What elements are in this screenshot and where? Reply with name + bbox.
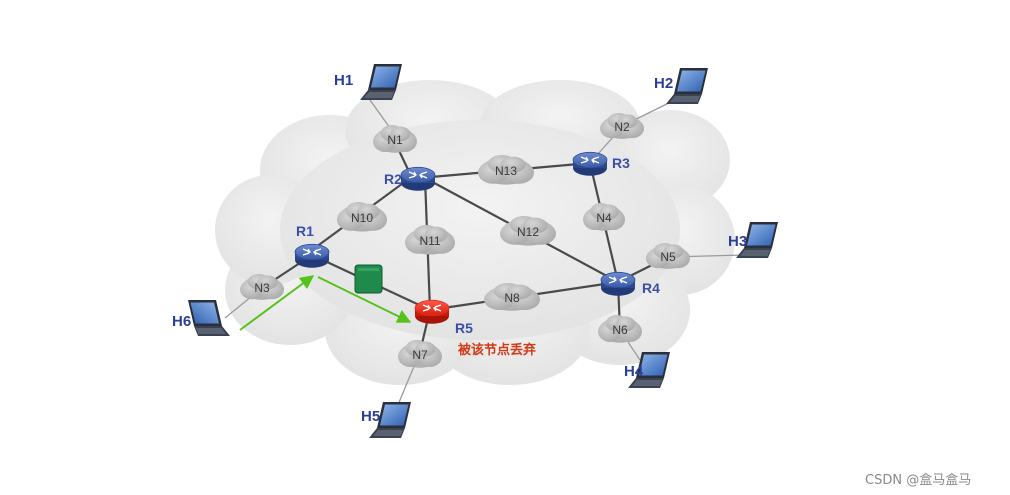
host-label: H1: [334, 72, 353, 89]
network-cloud-n2: N2: [600, 113, 645, 139]
network-cloud-n3: N3: [240, 274, 284, 300]
network-label: N12: [517, 225, 539, 239]
network-cloud-n12: N12: [500, 216, 556, 246]
network-cloud-n5: N5: [646, 243, 691, 269]
router-arrows-icon: [408, 171, 428, 179]
packet-path-arrows: [239, 275, 412, 331]
network-label: N13: [495, 164, 517, 178]
network-label: N1: [387, 133, 403, 147]
network-label: N5: [660, 250, 676, 264]
network-cloud-n6: N6: [598, 315, 643, 343]
router-r1[interactable]: [294, 243, 330, 268]
host-h3-laptop-icon[interactable]: [736, 222, 778, 258]
host-h6-laptop-icon[interactable]: [188, 300, 230, 336]
network-label: N4: [596, 211, 612, 225]
network-label: N8: [504, 291, 520, 305]
host-label: H4: [624, 363, 644, 380]
network-label: N11: [419, 234, 440, 248]
router-label: R1: [296, 223, 314, 239]
router-arrows-icon: [422, 304, 442, 312]
host-label: H2: [654, 75, 673, 92]
router-label: R3: [612, 155, 630, 171]
host-label: H3: [728, 233, 747, 250]
router-arrows-icon: [302, 248, 322, 256]
router-r5[interactable]: [414, 299, 450, 324]
router-r3[interactable]: [572, 151, 608, 176]
host-label: H6: [172, 313, 191, 330]
router-r4[interactable]: [600, 271, 636, 296]
router-arrows-icon: [580, 156, 600, 164]
network-label: N7: [412, 348, 428, 362]
network-label: N10: [351, 211, 373, 225]
routers: [294, 151, 636, 324]
network-cloud-n13: N13: [478, 155, 534, 185]
network-label: N6: [612, 323, 628, 337]
router-label: R2: [384, 171, 402, 187]
network-cloud-n11: N11: [405, 225, 455, 255]
network-cloud-n4: N4: [583, 203, 625, 231]
background-cloud: [215, 80, 735, 385]
drop-annotation: 被该节点丢弃: [457, 342, 536, 358]
arrow-r1-to-r5: [317, 276, 412, 323]
router-arrows-icon: [608, 276, 628, 284]
hosts: [188, 64, 778, 438]
network-label: N2: [614, 120, 630, 134]
network-cloud-n1: N1: [373, 125, 417, 153]
watermark: CSDN @盒马盒马: [865, 472, 971, 488]
network-cloud-n8: N8: [484, 283, 540, 311]
network-cloud-n10: N10: [337, 202, 387, 232]
host-h2-laptop-icon[interactable]: [666, 68, 708, 104]
network-label: N3: [254, 281, 270, 295]
host-label: H5: [361, 408, 380, 425]
arrow-h6-to-r1: [239, 275, 315, 331]
router-label: R4: [642, 280, 660, 296]
host-h1-laptop-icon[interactable]: [360, 64, 402, 100]
network-cloud-n7: N7: [398, 340, 442, 368]
packet: [354, 264, 383, 294]
router-r2[interactable]: [400, 166, 436, 191]
router-label: R5: [455, 320, 473, 336]
host-h5-laptop-icon[interactable]: [369, 402, 411, 438]
host-h4-laptop-icon[interactable]: [628, 352, 670, 388]
